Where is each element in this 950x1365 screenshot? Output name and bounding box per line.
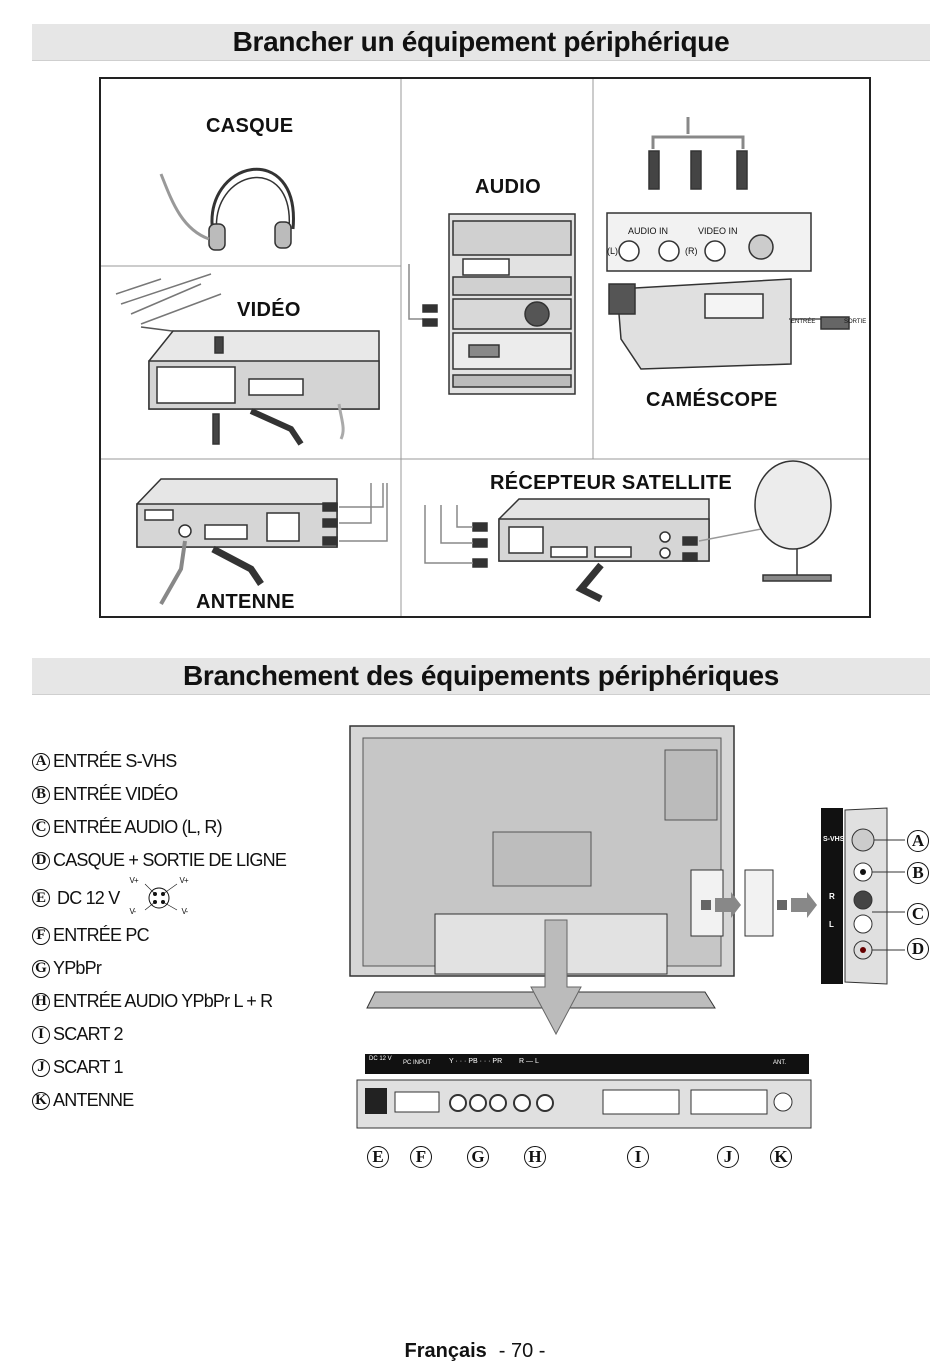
section-title: Branchement des équipements périphérique… — [182, 660, 780, 691]
callout-a: A — [907, 830, 929, 852]
callout-h: H — [524, 1146, 546, 1168]
panel-left: (L) — [607, 246, 618, 256]
legend-letter: C — [32, 818, 50, 837]
section-title-band: Branchement des équipements périphérique… — [32, 658, 930, 695]
label-recepteur-satellite: RÉCEPTEUR SATELLITE — [490, 472, 733, 494]
label-casque: CASQUE — [206, 115, 294, 137]
legend-letter: G — [32, 959, 50, 978]
hifi-system-icon — [408, 213, 576, 395]
side-label-svhs: S-VHS — [823, 836, 845, 843]
legend-letter: E — [32, 889, 50, 907]
label-antenne: ANTENNE — [196, 591, 295, 613]
legend-letter: K — [32, 1091, 50, 1110]
legend-letter: D — [32, 851, 50, 870]
connection-diagram: CASQUE AUDIO VIDÉO CAMÉSCOPE RÉCEPTEUR S… — [99, 77, 871, 618]
legend-text: ENTRÉE S-VHS — [53, 751, 177, 771]
rear-label-audio: R — L — [519, 1058, 539, 1065]
panel-right: (R) — [685, 246, 698, 256]
legend-text: SCART 1 — [53, 1057, 124, 1077]
callout-b: B — [907, 862, 929, 884]
label-camescope: CAMÉSCOPE — [646, 389, 778, 411]
legend-letter: J — [32, 1058, 50, 1077]
footer-language: Français — [404, 1340, 487, 1362]
legend-text: ENTRÉE AUDIO YPbPr L + R — [53, 991, 273, 1011]
page-number: - 70 - — [498, 1340, 546, 1362]
legend-text: ANTENNE — [53, 1090, 134, 1110]
legend-letter: I — [32, 1025, 50, 1044]
tv-antenna-box-icon — [136, 478, 388, 605]
callout-d: D — [907, 938, 929, 960]
callout-c: C — [907, 903, 929, 925]
callout-j: J — [717, 1146, 739, 1168]
tv-rear-diagram: S-VHS R L DC 12 V PC INPUT Y · · · PB · … — [345, 722, 935, 1192]
dc-pin-vplus: V+ — [129, 876, 138, 885]
dc-connector-diagram: V+ V+ V- V- — [125, 876, 205, 918]
page-footer: Français - 70 - — [0, 1340, 950, 1363]
dc-pin-vminus: V- — [181, 907, 188, 916]
satellite-receiver-icon — [424, 460, 832, 603]
legend-text: YPbPr — [53, 958, 102, 978]
headphones-icon — [159, 167, 295, 251]
legend-text: ENTRÉE AUDIO (L, R) — [53, 817, 223, 837]
rear-label-pc: PC INPUT — [403, 1060, 432, 1066]
legend-letter: H — [32, 992, 50, 1011]
callout-g: G — [467, 1146, 489, 1168]
panel-audio-in: AUDIO IN — [628, 226, 669, 236]
callout-f: F — [410, 1146, 432, 1168]
dc-pin-vplus: V+ — [179, 876, 188, 885]
callout-e: E — [367, 1146, 389, 1168]
rear-label-ant: ANT. — [773, 1060, 787, 1066]
dc-pin-vminus: V- — [129, 907, 136, 916]
camcorder-icon — [606, 117, 850, 370]
rear-label-ypbpr: Y · · · PB · · · PR — [449, 1058, 503, 1065]
side-label-r: R — [829, 892, 835, 901]
callout-i: I — [627, 1146, 649, 1168]
legend-text: SCART 2 — [53, 1024, 124, 1044]
legend-text: DC 12 V — [57, 887, 120, 908]
legend-letter: B — [32, 785, 50, 804]
panel-sortie: SORTIE — [844, 319, 867, 325]
connection-diagram-art — [101, 79, 869, 616]
panel-video-in: VIDEO IN — [698, 226, 738, 236]
panel-entree: ENTRÉE — [791, 319, 816, 325]
callout-k: K — [770, 1146, 792, 1168]
legend-text: ENTRÉE PC — [53, 925, 150, 945]
tv-rear-art — [349, 725, 905, 1129]
side-label-l: L — [829, 920, 834, 929]
legend-letter: F — [32, 926, 50, 945]
legend-letter: A — [32, 752, 50, 771]
label-audio: AUDIO — [475, 176, 541, 198]
section-title-band: Brancher un équipement périphérique — [32, 24, 930, 61]
legend-item: E DC 12 V V+ V+ V- V- — [32, 876, 332, 919]
legend-text: ENTRÉE VIDÉO — [53, 784, 178, 804]
vcr-icon — [115, 273, 380, 446]
rear-label-dc: DC 12 V — [369, 1056, 392, 1062]
dc-connector-icon — [145, 883, 178, 911]
section-title: Brancher un équipement périphérique — [232, 26, 730, 57]
label-video: VIDÉO — [237, 299, 301, 321]
legend-text: CASQUE + SORTIE DE LIGNE — [53, 850, 287, 870]
